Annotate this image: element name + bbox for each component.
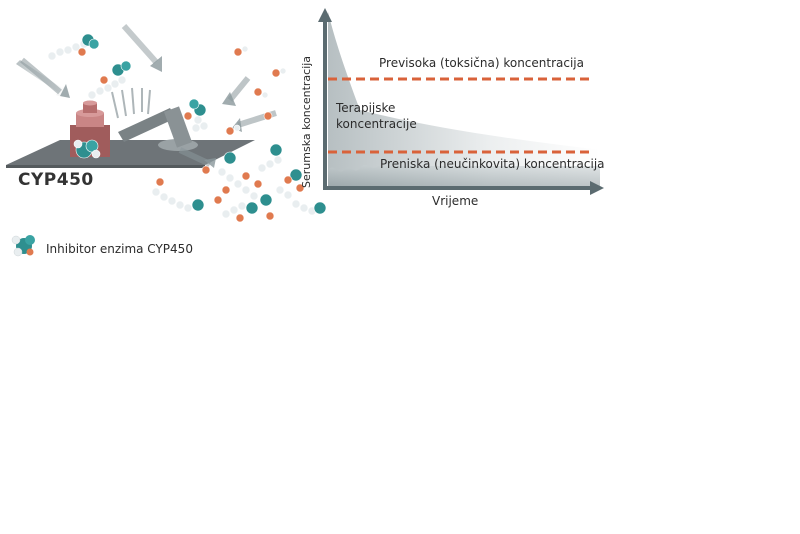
y-axis-label: Serumska koncentracija <box>300 55 313 188</box>
toxic-concentration-label: Previsoka (toksična) koncentracija <box>379 56 584 70</box>
molecules <box>47 33 327 223</box>
hammer-icon <box>118 106 198 151</box>
therapeutic-concentration-label: Terapijske koncentracije <box>336 101 417 131</box>
ineffective-concentration-label: Preniska (neučinkovita) koncentracija <box>380 157 605 171</box>
x-axis-label: Vrijeme <box>432 194 479 208</box>
enzyme-label: CYP450 <box>18 170 94 190</box>
molecule-icon <box>11 235 35 257</box>
legend-label: Inhibitor enzima CYP450 <box>46 242 193 256</box>
concentration-graph <box>318 8 604 195</box>
arrows <box>16 24 277 168</box>
enzyme-platform <box>6 140 255 165</box>
